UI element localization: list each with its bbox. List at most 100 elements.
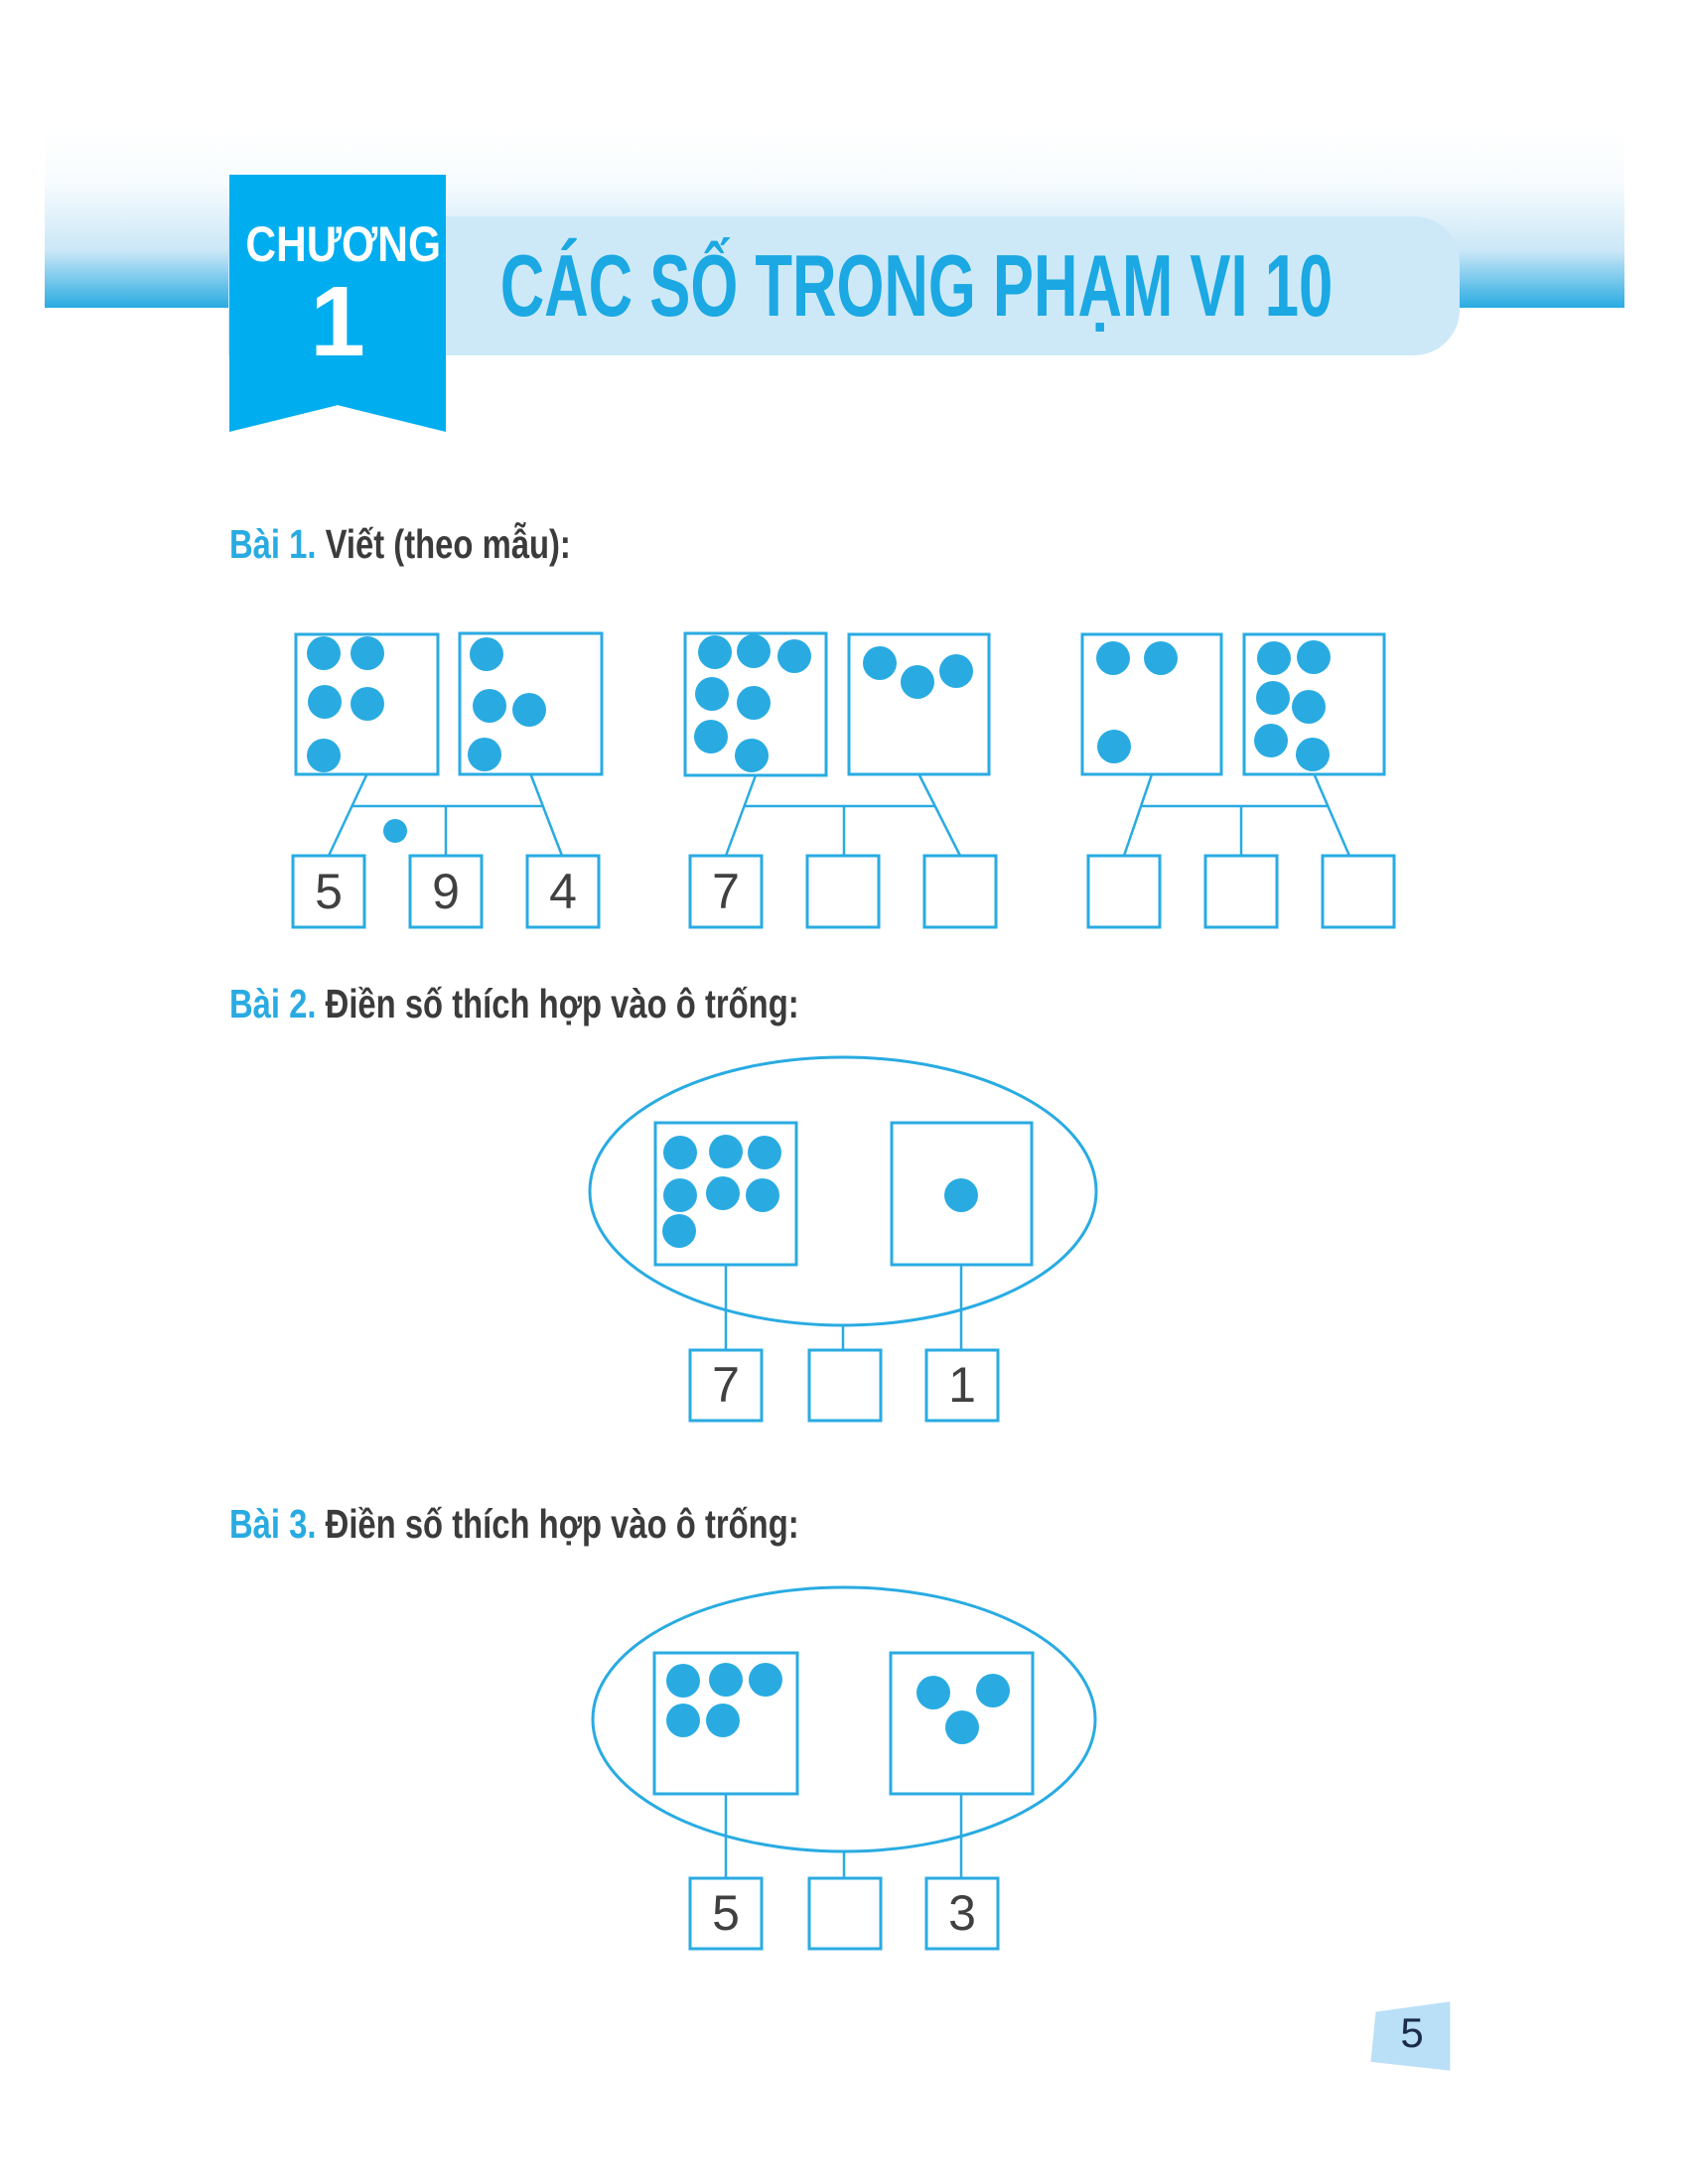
dot-group: [863, 646, 973, 699]
dot-group: [307, 636, 384, 772]
dot: [706, 1176, 740, 1210]
exercise-2-label: Bài 2.: [229, 981, 317, 1026]
dot: [470, 637, 503, 671]
answer-value: 7: [712, 1357, 740, 1413]
connector-line: [529, 773, 564, 857]
dot: [901, 665, 934, 699]
answer-box: [807, 1348, 883, 1423]
answer-box: [1321, 854, 1396, 929]
dot: [976, 1674, 1010, 1707]
answer-box: [807, 1876, 883, 1951]
dot-group: [916, 1674, 1010, 1744]
dot: [916, 1676, 950, 1709]
dot: [1254, 724, 1288, 757]
exercise-1-heading: Bài 1. Viết (theo mẫu):: [229, 521, 656, 568]
dot: [1297, 640, 1331, 674]
dot-group: [944, 1178, 978, 1212]
dot: [351, 636, 384, 670]
dot: [777, 639, 811, 673]
connector-line: [327, 773, 368, 857]
answer-value: 9: [432, 864, 460, 919]
dot: [666, 1704, 700, 1737]
exercise-2-text: Điền số thích hợp vào ô trống:: [316, 981, 799, 1026]
answer-box: [805, 854, 881, 929]
dot: [1296, 738, 1330, 771]
answer-box: [525, 854, 601, 929]
dot: [698, 635, 732, 669]
dot: [666, 1664, 700, 1698]
answer-box: [688, 1348, 764, 1423]
dot-group: [666, 1663, 782, 1737]
dot: [473, 689, 506, 723]
dot: [512, 693, 546, 727]
dot: [863, 646, 897, 680]
bond-group-2: 7: [683, 631, 998, 929]
dot: [383, 819, 407, 843]
chapter-title-wrap: CÁC SỐ TRONG PHẠM VI 10: [452, 216, 1430, 355]
dot: [735, 739, 769, 772]
dot: [749, 1663, 782, 1697]
answer-value: 1: [948, 1357, 976, 1413]
answer-value: 5: [712, 1885, 740, 1941]
answer-box: [924, 1876, 1000, 1951]
exercise-3-label: Bài 3.: [229, 1501, 317, 1547]
dot-group: [662, 1135, 781, 1248]
dot: [1256, 681, 1290, 715]
answer-box: [291, 854, 366, 929]
exercise-3-figure: 5 3: [591, 1585, 1097, 1951]
dot: [945, 1710, 979, 1744]
dot: [694, 720, 728, 753]
chapter-label: CHƯƠNG: [245, 216, 442, 272]
dot-group: [1254, 640, 1331, 771]
connector-line: [917, 773, 962, 857]
answer-value: 7: [712, 864, 740, 919]
dot-group: [1096, 641, 1178, 763]
dot: [1257, 641, 1291, 675]
connector-line: [1122, 773, 1154, 857]
stray-dot: [383, 819, 407, 843]
bond-group-1: 5 9 4: [291, 631, 604, 929]
dot: [709, 1135, 743, 1168]
dot: [748, 1136, 781, 1169]
exercise-3-heading: Bài 3. Điền số thích hợp vào ô trống:: [229, 1501, 941, 1548]
chapter-number: 1: [310, 266, 365, 377]
dot: [307, 739, 341, 772]
dot: [663, 1178, 697, 1212]
exercise-1-text: Viết (theo mẫu):: [316, 521, 571, 567]
answer-value: 3: [948, 1885, 976, 1941]
dot-group: [694, 634, 811, 772]
answer-box: [688, 1876, 764, 1951]
bond-group-3: [1080, 632, 1396, 929]
dot: [308, 685, 342, 719]
dot: [944, 1178, 978, 1212]
answer-box: [924, 1348, 1000, 1423]
exercise-3-text: Điền số thích hợp vào ô trống:: [316, 1501, 799, 1547]
connector-line: [724, 774, 758, 857]
dot: [351, 687, 384, 721]
dot: [1292, 690, 1326, 724]
dot: [746, 1178, 779, 1212]
dot: [709, 1663, 743, 1697]
dot: [737, 686, 771, 720]
dot: [939, 654, 973, 688]
exercise-2-heading: Bài 2. Điền số thích hợp vào ô trống:: [229, 981, 941, 1027]
chapter-title: CÁC SỐ TRONG PHẠM VI 10: [499, 236, 1333, 335]
page-number: 5: [1400, 2009, 1424, 2056]
dot: [1097, 730, 1131, 763]
exercise-1-figure: 5 9 4 7: [291, 631, 1396, 929]
answer-box: [688, 854, 764, 929]
dot: [307, 636, 341, 670]
answer-box: [1086, 854, 1162, 929]
answer-box: [922, 854, 998, 929]
chapter-ribbon: CHƯƠNG 1: [229, 175, 446, 432]
page-number-tab: 5: [1370, 2001, 1451, 2071]
answer-value: 4: [549, 864, 577, 919]
dot: [468, 738, 501, 771]
dot: [663, 1136, 697, 1169]
dot: [662, 1214, 696, 1248]
answer-box: [1203, 854, 1279, 929]
exercise-2-figure: 7 1: [588, 1055, 1098, 1423]
dot: [1096, 641, 1130, 675]
connector-line: [1313, 773, 1351, 857]
